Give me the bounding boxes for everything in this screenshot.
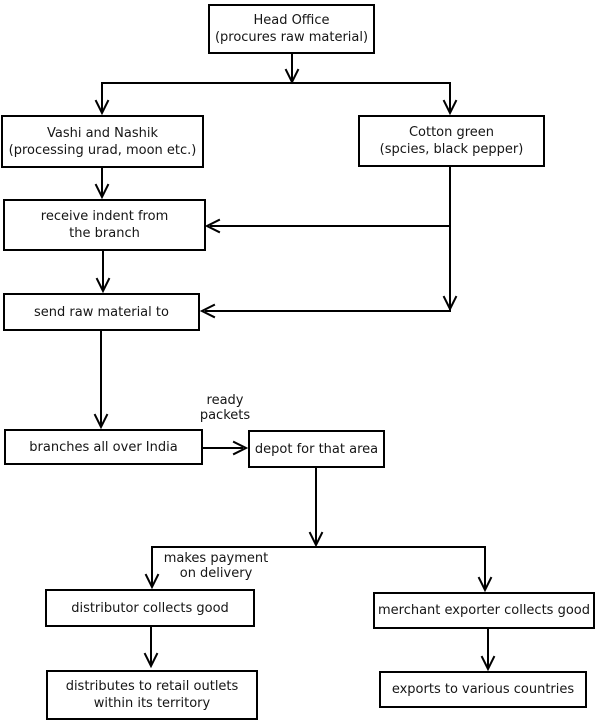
node-label: (spcies, black pepper) [379,142,524,157]
edge-label-ready-packets: ready packets [185,393,265,423]
edge-label-makes-payment: makes payment on delivery [158,551,274,581]
arrowhead-down [93,413,109,430]
node-exports-countries: exports to various countries [379,671,587,708]
node-label: Head Office [253,13,330,28]
node-vashi-nashik: Vashi and Nashik (processing urad, moon … [1,115,204,168]
node-distributor-collects: distributor collects good [45,589,255,627]
arrowhead-down [144,573,160,590]
node-receive-indent: receive indent from the branch [3,199,206,251]
arrowhead-down [308,531,324,548]
arrowhead-down [143,652,159,669]
node-label: distributes to retail outlets [65,679,239,694]
node-cotton-green: Cotton green (spcies, black pepper) [358,115,545,167]
edge-label-line: packets [199,408,251,423]
arrowhead-down [95,277,111,294]
arrowhead-down [442,295,458,312]
arrowhead-down [94,99,110,116]
node-label: Vashi and Nashik [46,125,159,141]
arrowhead-right [232,440,249,456]
node-branches-all-over-india: branches all over India [4,429,203,465]
node-retail-outlets: distributes to retail outlets within its… [46,670,258,720]
edge-label-line: makes payment [163,551,269,566]
node-send-raw-material: send raw material to [3,293,200,331]
node-merchant-exporter-collects: merchant exporter collects good [373,592,595,629]
node-label: within its territory [93,696,211,711]
arrowhead-down [477,576,493,593]
node-label: merchant exporter collects good [377,603,590,618]
node-label: branches all over India [29,439,178,455]
node-label: distributor collects good [71,600,229,616]
arrowhead-left [199,303,216,319]
edge-label-line: on delivery [179,566,253,581]
arrowhead-down [480,655,496,672]
node-label: depot for that area [254,441,379,457]
arrowhead-left [204,218,221,234]
node-label: receive indent from [40,209,169,224]
node-depot-for-area: depot for that area [248,430,385,468]
node-label: (procures raw material) [214,30,369,45]
node-label: send raw material to [34,304,169,320]
node-head-office: Head Office (procures raw material) [208,4,375,54]
arrowhead-down [94,183,110,200]
edge-label-line: ready [206,393,244,408]
node-label: exports to various countries [391,682,575,697]
arrowhead-down [442,99,458,116]
node-label: the branch [69,226,140,241]
node-label: (processing urad, moon etc.) [8,142,197,158]
node-label: Cotton green [408,125,495,140]
